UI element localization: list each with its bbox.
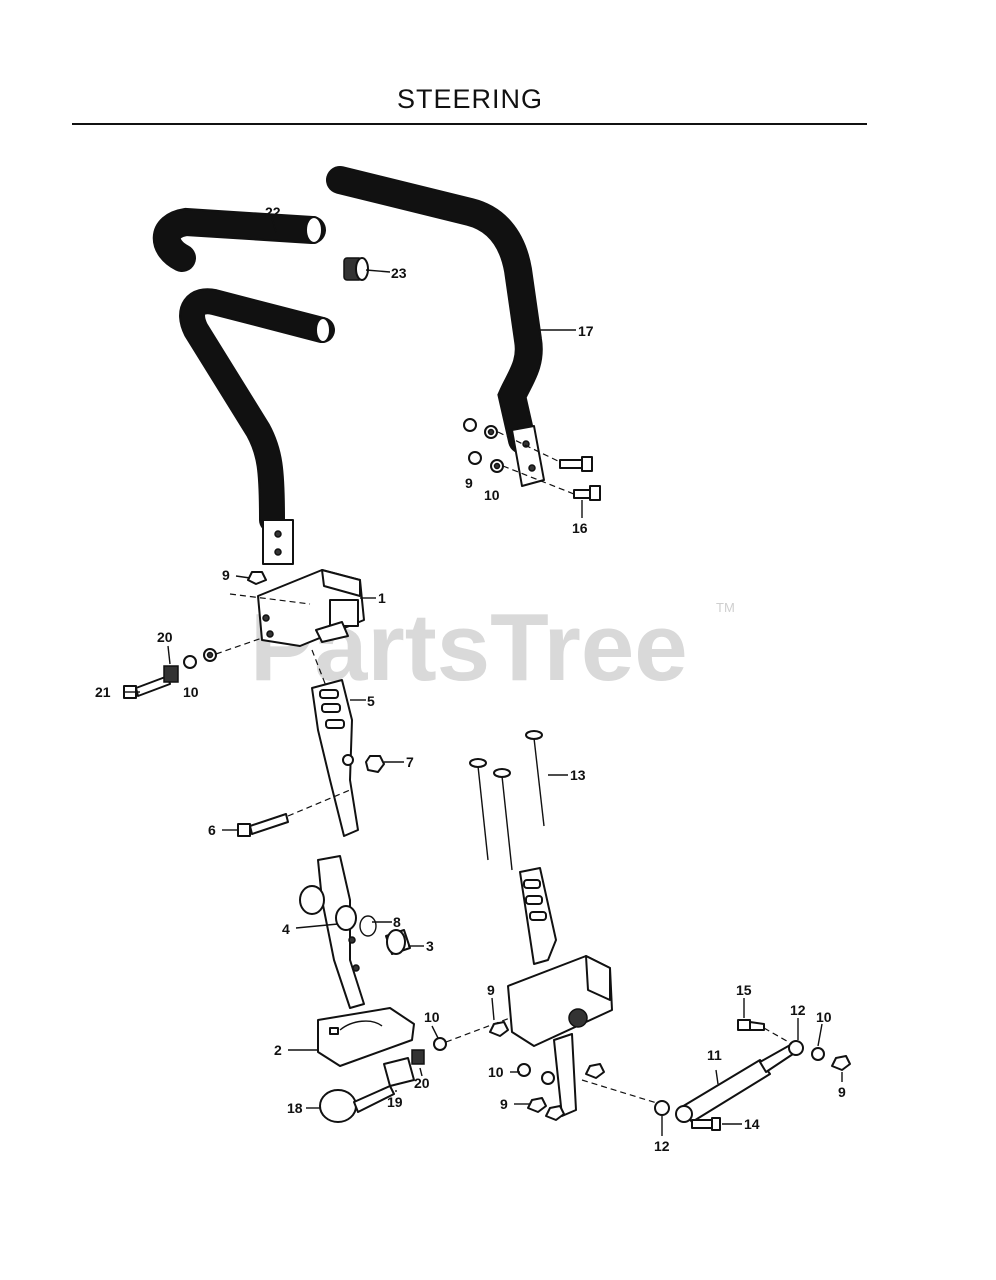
part-22-handle-grip xyxy=(152,207,326,272)
callout-1: 1 xyxy=(378,590,386,606)
callout-10: 10 xyxy=(816,1009,832,1025)
callout-21: 21 xyxy=(95,684,111,700)
left-handle-bar xyxy=(179,288,335,565)
callout-20: 20 xyxy=(157,629,173,645)
callout-7: 7 xyxy=(406,754,414,770)
pivot-hardware xyxy=(237,755,385,837)
callout-3: 3 xyxy=(426,938,434,954)
callout-11: 11 xyxy=(707,1047,722,1063)
callout-12: 12 xyxy=(654,1138,670,1154)
page-title: STEERING xyxy=(396,84,544,114)
callout-15: 15 xyxy=(736,982,752,998)
left-bolt-set xyxy=(123,637,263,699)
watermark-trademark: TM xyxy=(716,600,735,615)
callout-18: 18 xyxy=(287,1100,303,1116)
callout-22: 22 xyxy=(265,204,281,220)
callout-9: 9 xyxy=(487,982,495,998)
callout-9: 9 xyxy=(500,1096,508,1112)
callout-10: 10 xyxy=(183,684,199,700)
callout-12: 12 xyxy=(790,1002,806,1018)
callout-10: 10 xyxy=(484,487,500,503)
callout-17: 17 xyxy=(578,323,594,339)
part-2-base-bracket xyxy=(317,1007,415,1067)
callout-10: 10 xyxy=(488,1064,504,1080)
callout-5: 5 xyxy=(367,693,375,709)
callout-8: 8 xyxy=(393,914,401,930)
callout-2: 2 xyxy=(274,1042,282,1058)
callout-labels: 22 23 17 9 10 16 9 1 20 21 10 5 7 13 6 8… xyxy=(95,204,846,1154)
part-4-lower-arm xyxy=(299,855,411,1009)
title-rule xyxy=(72,123,867,125)
callout-14: 14 xyxy=(744,1116,760,1132)
upper-right-hardware xyxy=(463,418,601,501)
part-13-long-bolts xyxy=(469,730,545,871)
callout-19: 19 xyxy=(387,1094,403,1110)
part-1-upper-bracket xyxy=(229,569,365,647)
callout-9: 9 xyxy=(222,567,230,583)
callout-9: 9 xyxy=(838,1084,846,1100)
callout-16: 16 xyxy=(572,520,588,536)
callout-10: 10 xyxy=(424,1009,440,1025)
part-17-right-handle-bar xyxy=(326,166,545,487)
right-steering-assembly xyxy=(489,867,661,1121)
callout-23: 23 xyxy=(391,265,407,281)
callout-9: 9 xyxy=(465,475,473,491)
callout-6: 6 xyxy=(208,822,216,838)
part-11-damper-assembly xyxy=(654,1019,851,1131)
callout-13: 13 xyxy=(570,767,586,783)
callout-20: 20 xyxy=(414,1075,430,1091)
callout-4: 4 xyxy=(282,921,290,937)
part-23-plug xyxy=(343,257,369,281)
leader-lines xyxy=(124,217,843,1136)
knob-assembly xyxy=(319,1017,511,1123)
part-5-pivot-arm xyxy=(311,649,359,837)
